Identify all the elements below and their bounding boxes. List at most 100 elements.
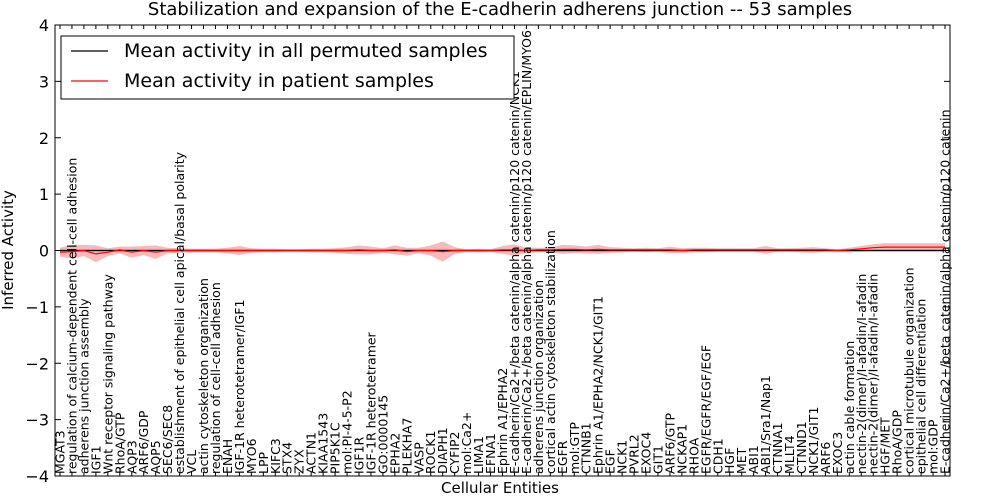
y-tick-label: 1 [39,185,49,204]
entity-label: MGAT3 [53,430,68,474]
entity-label: ARF6 [818,442,833,474]
legend-label-permuted: Mean activity in all permuted samples [124,40,487,62]
entity-label: actin cable formation [842,341,857,474]
entity-label: AQP5 [148,440,163,474]
entity-label: AQP3 [124,440,139,474]
x-axis-label: Cellular Entities [441,479,559,497]
y-axis-label: Inferred Activity [0,190,17,310]
entity-label: regulation of cell-cell adhesion [208,282,223,474]
entity-label: nectin-2(dimer)/I-afadin/I-afadin [854,274,869,474]
entity-label: KIFC3 [268,438,283,474]
entity-label: E-cadherin/Ca2+/beta catenin/alpha caten… [519,30,534,474]
entity-label: EXOC4 [639,432,654,474]
entity-label: IGF1 [88,445,103,474]
entity-label: E-cadherin/Ca2+/beta catenin/alpha caten… [507,71,522,474]
legend-box [60,35,515,100]
band-patient [60,241,945,263]
entity-label: IGF1R [352,436,367,474]
entity-label: ARF6/GTP [662,413,677,474]
entity-label: Wnt receptor signaling pathway [100,274,115,474]
entity-label: MYO6 [244,438,259,474]
entity-label: establishment of epithelial cell apical/… [172,151,187,474]
entity-label: regulation of calcium-dependent cell-cel… [65,158,80,474]
entity-label: adherens junction organization [531,280,546,474]
entity-label: cortical actin cytoskeleton stabilizatio… [543,230,558,474]
entity-label: SEC6/SEC8 [160,405,175,474]
x-ticks [59,25,946,476]
entity-label: CDH1 [710,438,725,474]
entity-label: CTNNB1 [579,422,594,474]
y-tick-label: −3 [25,411,49,430]
entity-label: ABI1/Sra1/Nap1 [758,375,773,474]
entity-label: mol:GTP [567,422,582,474]
entity-label: ENAH [220,439,235,474]
entity-label: nectin-2(dimer)/I-afadin/I-afadin [866,274,881,474]
entity-label: E-cadherin/Ca2+/beta catenin/alpha caten… [938,109,953,474]
entity-label: GO:0000145 [375,395,390,474]
entity-label: LIMA1 [471,436,486,474]
entity-label: RHOA [686,437,701,474]
entity-label: adherens junction assembly [76,298,91,474]
entity-label: ABI1 [746,445,761,474]
y-ticks: −4 −3 −2 −1 0 1 2 3 4 [25,16,950,486]
entity-label: ACTN1 [304,432,319,474]
entity-label: LPP [256,451,271,474]
entity-label: GIT1 [651,445,666,474]
entity-label: EGFR [555,440,570,474]
entity-label: EGF [603,449,618,474]
entity-label: EXOC3 [830,432,845,474]
entity-label: RhoA/GDP [890,410,905,474]
entity-label: MLLT4 [782,435,797,474]
entity-label: ARF6/GDP [136,410,151,474]
entity-label: Ephrin A1/EPHA2/NCK1/GIT1 [591,296,606,474]
y-tick-label: 0 [39,242,49,261]
entity-label: CTNNA1 [770,422,785,474]
y-tick-label: 3 [39,72,49,91]
entity-label: HGF [722,448,737,474]
entity-label: EPHA2 [387,433,402,474]
entity-label: mol:Ca2+ [459,412,474,474]
entity-label: PVRL2 [627,434,642,474]
entity-label: actin cytoskeleton organization [196,278,211,474]
entity-label: Ephrin A1/EPHA2 [495,368,510,474]
chart-title: Stabilization and expansion of the E-cad… [148,0,852,20]
plot-frame [54,24,951,477]
entity-label: CYFIP2 [447,431,462,474]
entity-label: PLEKHA7 [399,417,414,474]
legend-label-patient: Mean activity in patient samples [124,70,434,92]
y-tick-label: 2 [39,129,49,148]
entity-label: MET [734,447,749,474]
entity-label: HGF/MET [878,417,893,474]
entity-label: ROCK1 [423,431,438,474]
entity-label: EGFR/EGFR/EGF/EGF [698,345,713,474]
entity-label: PIP5K1C [328,422,343,474]
y-tick-label: −1 [25,298,49,317]
entity-label: CTNND1 [794,421,809,474]
entity-label: KIAA1543 [316,413,331,474]
entity-label: STX4 [280,442,295,474]
entity-label: cortical microtubule organization [902,267,917,474]
entity-label: mol:PI-4-5-P2 [340,390,355,474]
entity-label: VCL [184,450,199,474]
y-tick-label: −4 [25,467,49,486]
series-lines [59,246,945,255]
line-patient [59,246,945,255]
entity-label: epithelial cell differentiation [914,299,929,474]
entity-label: ZYX [292,449,307,474]
legend: Mean activity in all permuted samples Me… [60,35,515,100]
entity-label: mol:GDP [926,419,941,474]
y-tick-label: −2 [25,354,49,373]
entity-label: NCK1 [615,440,630,474]
entity-label: NCK1/GIT1 [806,407,821,474]
entity-label: DIAPH1 [435,427,450,474]
entity-label: EFNA1 [483,433,498,474]
confidence-bands [60,241,945,263]
entity-label: IGF-1R heterotetramer/IGF1 [232,300,247,474]
entity-label: NCKAP1 [674,424,689,474]
entity-label: IGF-1R heterotetramer [363,331,378,474]
y-tick-label: 4 [39,16,49,35]
entity-label: VASP [411,442,426,474]
entity-label: RhoA/GTP [112,412,127,474]
